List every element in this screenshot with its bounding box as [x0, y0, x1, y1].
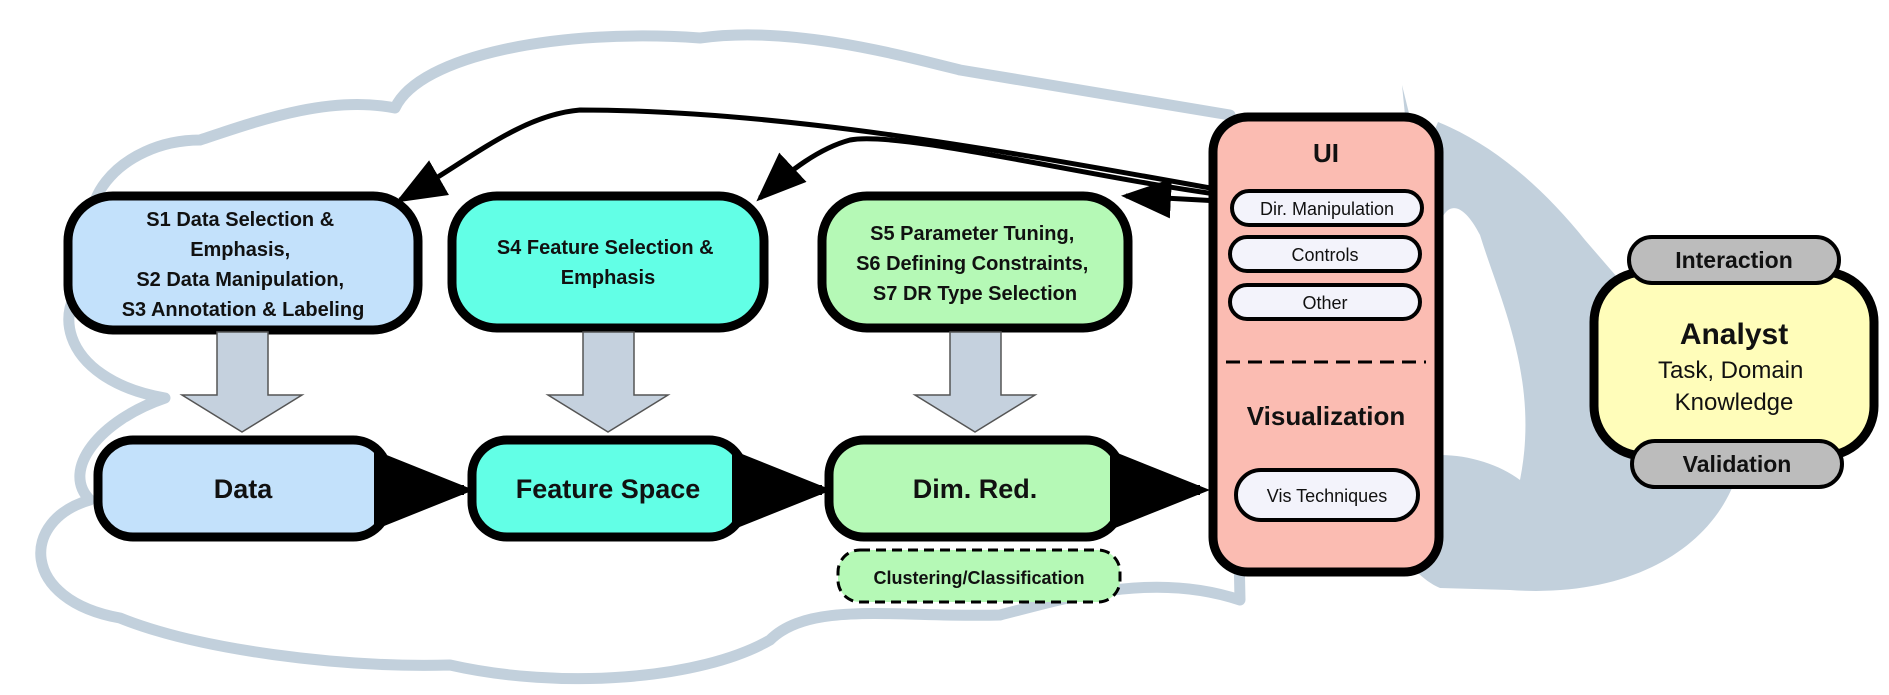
down-arrow-feature: [545, 331, 671, 433]
feature-steps-line-2: Emphasis: [561, 267, 655, 289]
down-arrow-data: [179, 331, 305, 433]
svg-text:S5 Parameter Tuning, S6 De: S5 Parameter Tuning, S6 Defining Constra…: [856, 223, 1094, 305]
svg-text:S4 Feature Selection & Emp: S4 Feature Selection & Emphasis: [497, 237, 719, 289]
data-steps-line-4: S3 Annotation & Labeling: [122, 299, 365, 321]
other-pill: [1228, 283, 1422, 321]
feature-steps-box: [447, 191, 769, 333]
analyst-title: Analyst: [1680, 318, 1788, 351]
dimred-steps-box: [817, 191, 1133, 333]
ui-title: UI: [1313, 138, 1339, 168]
feedback-arrow-to-data-steps: [395, 107, 1239, 203]
svg-text:Task, Domain Knowledge: Task, Domain Knowledge: [1658, 357, 1810, 416]
interaction-pill: [1627, 235, 1841, 285]
dir-manipulation-label: Dir. Manipulation: [1260, 199, 1394, 219]
data-steps-line-1: S1 Data Selection &: [146, 209, 334, 231]
clustering-box: [836, 548, 1122, 604]
validation-label: Validation: [1683, 451, 1792, 477]
dimred-steps-line-1: S5 Parameter Tuning,: [870, 223, 1074, 245]
clustering-label: Clustering/Classification: [873, 568, 1084, 588]
other-label: Other: [1302, 293, 1347, 313]
visualization-title: Visualization: [1247, 401, 1405, 431]
feature-steps-line-1: S4 Feature Selection &: [497, 237, 714, 259]
dimred-steps-line-2: S6 Defining Constraints,: [856, 253, 1088, 275]
dir-manipulation-pill: [1230, 189, 1424, 227]
data-steps-box: [63, 191, 423, 335]
controls-pill: [1228, 235, 1422, 273]
data-label: Data: [214, 474, 274, 504]
analyst-line-2: Knowledge: [1675, 389, 1794, 416]
feature-space-label: Feature Space: [516, 474, 701, 504]
feedback-arrow-to-feature-steps: [756, 136, 1239, 202]
interaction-label: Interaction: [1675, 247, 1793, 273]
dim-red-label: Dim. Red.: [913, 474, 1038, 504]
data-steps-line-2: Emphasis,: [190, 239, 290, 261]
analyst-line-1: Task, Domain: [1658, 357, 1803, 384]
validation-pill: [1630, 439, 1844, 489]
ui-panel: [1208, 112, 1444, 577]
controls-label: Controls: [1291, 245, 1358, 265]
vis-techniques-label: Vis Techniques: [1267, 486, 1387, 506]
down-arrow-dimred: [912, 331, 1038, 433]
vis-techniques-pill: [1234, 468, 1420, 522]
svg-text:S1 Data Selection & Emphas: S1 Data Selection & Emphasis, S2 Data Ma…: [122, 209, 365, 321]
data-steps-line-3: S2 Data Manipulation,: [136, 269, 344, 291]
dimred-steps-line-3: S7 DR Type Selection: [873, 283, 1077, 305]
